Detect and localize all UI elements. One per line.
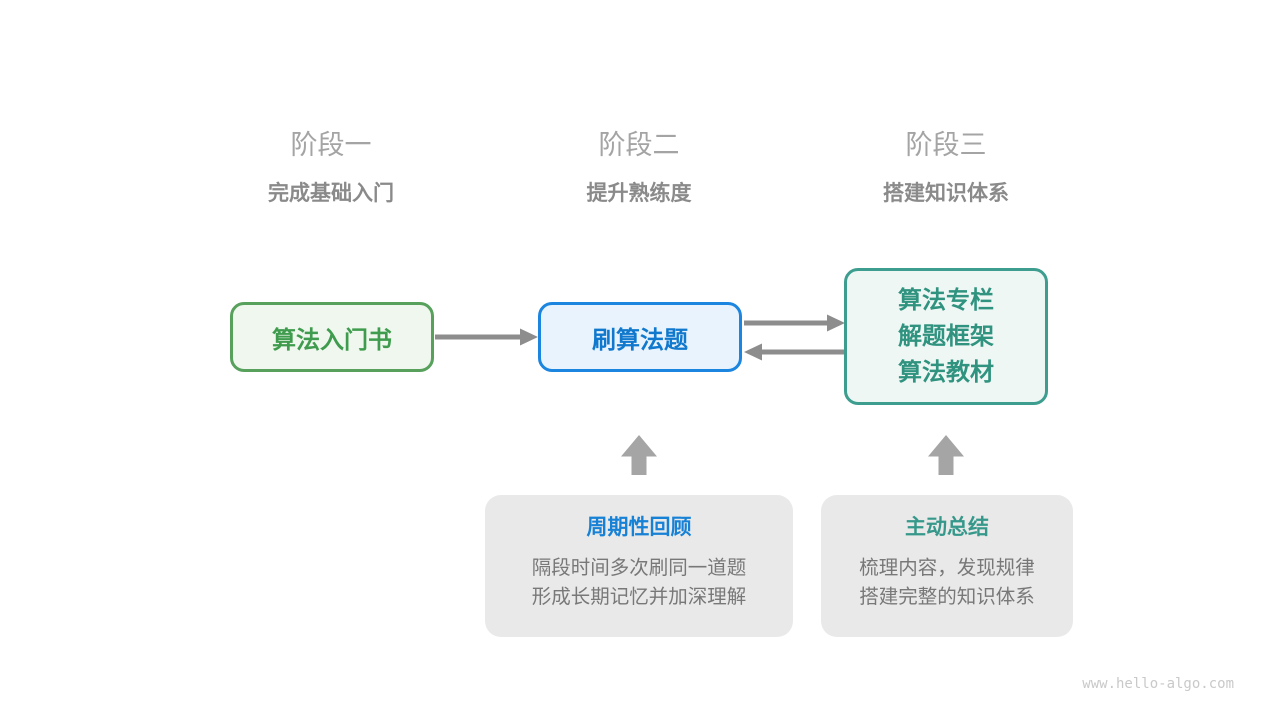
stage-2-subtitle: 提升熟练度 xyxy=(586,182,692,205)
stage-1-header: 阶段一 完成基础入门 xyxy=(171,130,491,206)
note-active-summary-line-2: 搭建完整的知识体系 xyxy=(859,586,1035,608)
note-active-summary-line-1: 梳理内容，发现规律 xyxy=(859,557,1035,579)
node-resources-line-2: 解题框架 xyxy=(898,322,994,350)
note-active-summary-title: 主动总结 xyxy=(905,516,989,539)
arrow-intro-to-practice-icon xyxy=(435,328,538,346)
stage-3-subtitle: 搭建知识体系 xyxy=(883,182,1009,205)
node-resources: 算法专栏 解题框架 算法教材 xyxy=(844,268,1048,405)
node-resources-line-1: 算法专栏 xyxy=(898,286,994,314)
watermark: www.hello-algo.com xyxy=(1082,676,1234,692)
note-periodic-review-title: 周期性回顾 xyxy=(586,516,692,539)
up-arrow-review-icon xyxy=(621,435,657,475)
arrow-practice-to-resources-icon xyxy=(744,314,845,332)
stage-2-label: 阶段二 xyxy=(598,130,680,160)
note-periodic-review-line-1: 隔段时间多次刷同一道题 xyxy=(531,557,747,579)
stage-3-header: 阶段三 搭建知识体系 xyxy=(786,130,1106,206)
node-practice: 刷算法题 xyxy=(538,302,742,372)
arrow-resources-to-practice-icon xyxy=(744,343,845,361)
node-intro-book: 算法入门书 xyxy=(230,302,434,372)
note-periodic-review: 周期性回顾 隔段时间多次刷同一道题 形成长期记忆并加深理解 xyxy=(485,495,793,637)
note-periodic-review-line-2: 形成长期记忆并加深理解 xyxy=(531,586,747,608)
note-periodic-review-body: 隔段时间多次刷同一道题 形成长期记忆并加深理解 xyxy=(485,554,793,612)
node-practice-label: 刷算法题 xyxy=(592,326,688,354)
stage-2-header: 阶段二 提升熟练度 xyxy=(479,130,799,206)
stage-1-label: 阶段一 xyxy=(290,130,372,160)
up-arrow-summary-icon xyxy=(928,435,964,475)
node-resources-line-3: 算法教材 xyxy=(898,358,994,386)
note-active-summary-body: 梳理内容，发现规律 搭建完整的知识体系 xyxy=(821,554,1073,612)
stage-3-label: 阶段三 xyxy=(905,130,987,160)
stage-1-subtitle: 完成基础入门 xyxy=(268,182,394,205)
note-active-summary: 主动总结 梳理内容，发现规律 搭建完整的知识体系 xyxy=(821,495,1073,637)
node-intro-book-label: 算法入门书 xyxy=(272,326,392,354)
